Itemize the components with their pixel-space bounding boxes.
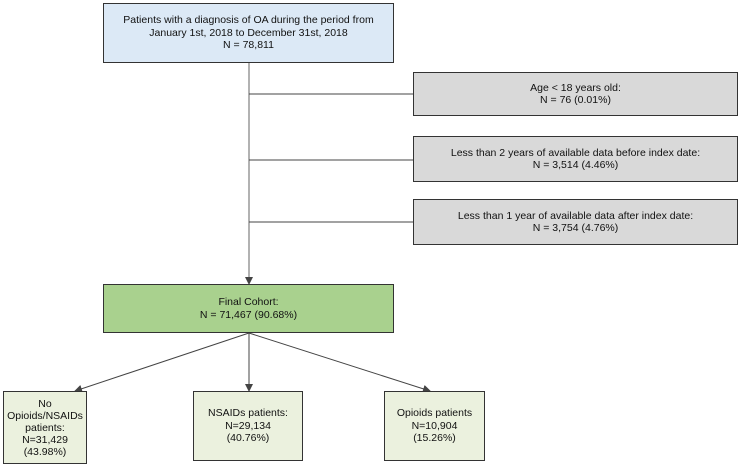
exclusion-box-after-index: Less than 1 year of available data after… — [413, 199, 738, 245]
group-2-line-2: N=29,134 — [225, 419, 271, 432]
exclusion-before-label: Less than 2 years of available data befo… — [450, 146, 701, 159]
start-box: Patients with a diagnosis of OA during t… — [103, 3, 394, 63]
group-box-opioids: Opioids patients N=10,904 (15.26%) — [384, 391, 485, 461]
group-1-line-2: Opioids/NSAIDs — [7, 409, 83, 422]
exclusion-box-before-index: Less than 2 years of available data befo… — [413, 136, 738, 182]
group-3-line-1: Opioids patients — [396, 407, 473, 420]
arrow-to-group-3 — [248, 332, 431, 393]
group-2-line-3: (40.76%) — [226, 432, 270, 445]
exclusion-after-count: N = 3,754 (4.76%) — [532, 222, 619, 234]
exclusion-after-label: Less than 1 year of available data after… — [457, 209, 694, 222]
exclusion-age-label: Age < 18 years old: — [530, 81, 621, 94]
final-cohort-box: Final Cohort: N = 71,467 (90.68%) — [103, 284, 394, 333]
group-1-line-4: N=31,429 — [22, 433, 68, 446]
group-box-no-opioids-nsaids: No Opioids/NSAIDs patients: N=31,429 (43… — [3, 391, 87, 464]
exclusion-box-age: Age < 18 years old: N = 76 (0.01%) — [413, 72, 738, 116]
group-1-line-5: (43.98%) — [23, 445, 67, 458]
group-2-line-1: NSAIDs patients: — [208, 407, 288, 420]
arrow-to-group-1 — [74, 332, 250, 393]
group-1-line-3: patients: — [25, 421, 65, 434]
final-cohort-count: N = 71,467 (90.68%) — [199, 308, 298, 321]
final-cohort-label: Final Cohort: — [218, 296, 279, 308]
group-1-line-1: No — [38, 397, 52, 410]
group-3-line-3: (15.26%) — [413, 432, 456, 445]
start-line-2: January 1st, 2018 to December 31st, 2018 — [149, 26, 348, 39]
start-line-3: N = 78,811 — [223, 39, 274, 52]
group-box-nsaids: NSAIDs patients: N=29,134 (40.76%) — [193, 391, 303, 461]
exclusion-before-count: N = 3,514 (4.46%) — [532, 159, 619, 171]
group-3-line-2: N=10,904 — [411, 419, 458, 432]
start-line-1: Patients with a diagnosis of OA during t… — [123, 14, 374, 27]
exclusion-age-count: N = 76 (0.01%) — [540, 94, 611, 106]
